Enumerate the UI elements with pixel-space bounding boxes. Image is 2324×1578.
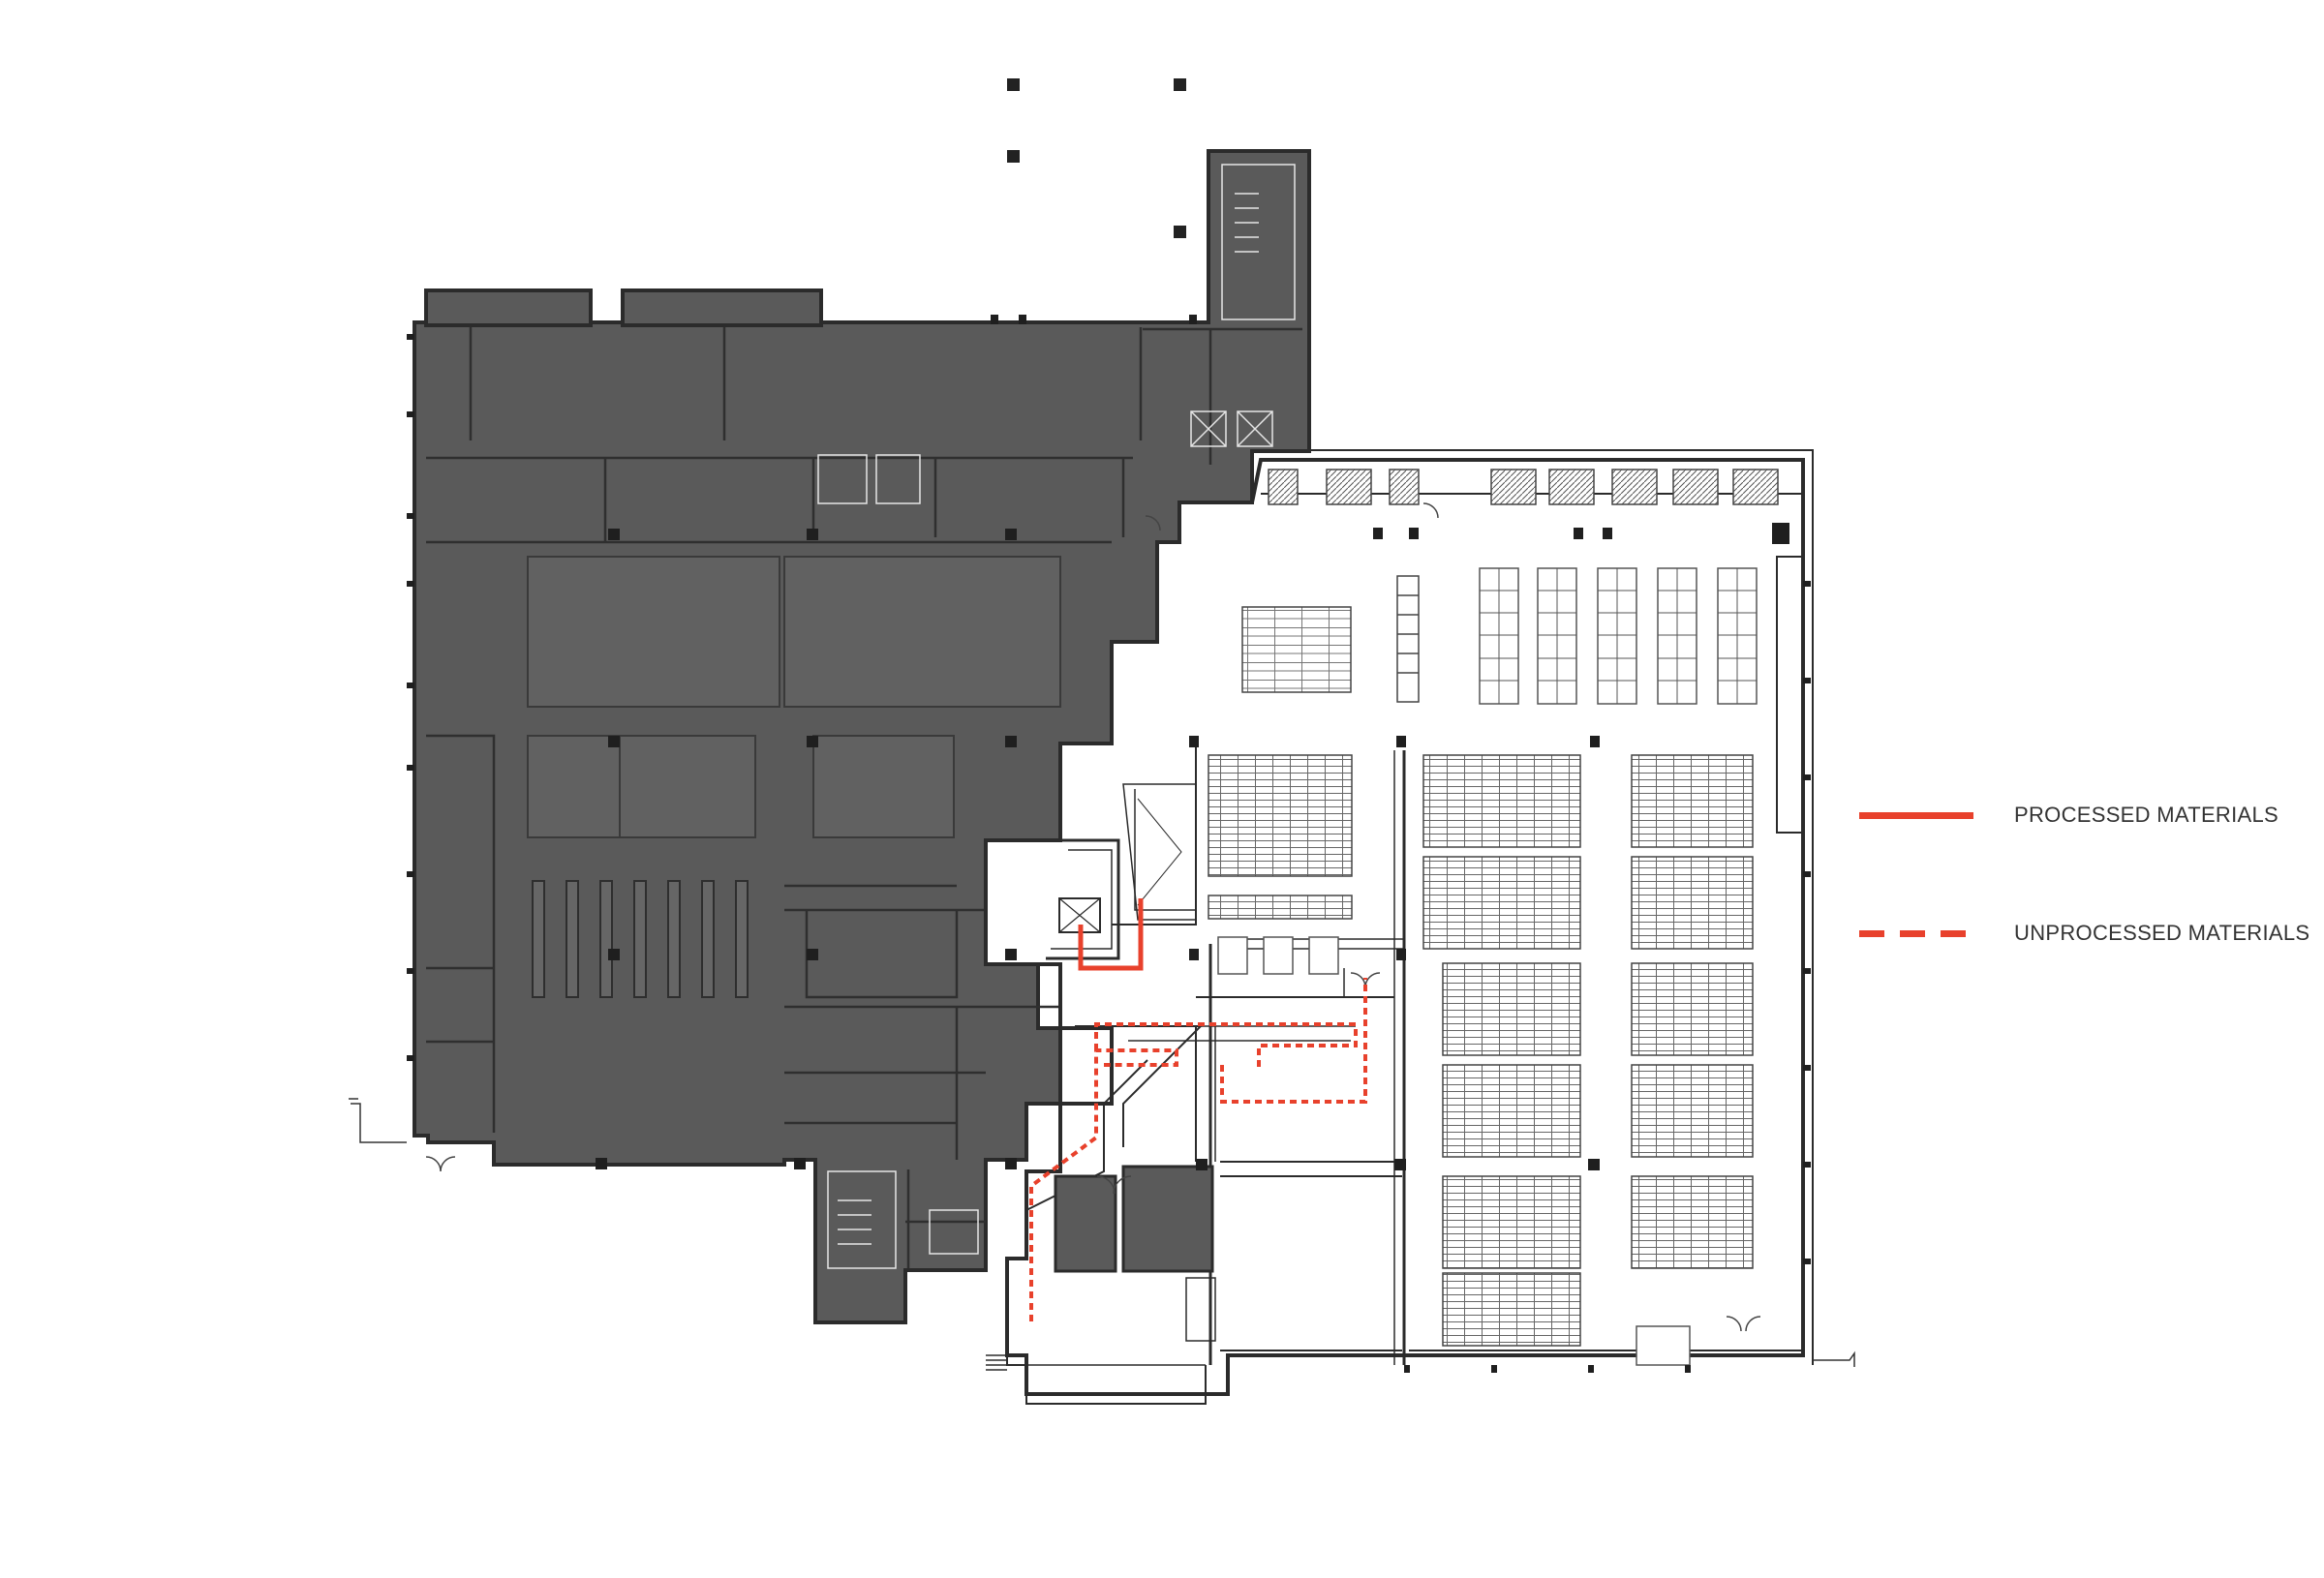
benches-northwest [1241, 575, 1420, 703]
legend-dashed-line-swatch [1859, 929, 1973, 937]
processed-materials-path [1078, 898, 1144, 971]
existing-racks [532, 880, 749, 998]
unprocessed-materials-path [1029, 978, 1367, 1321]
dense-shelving [1208, 754, 1754, 1347]
existing-rooms [527, 556, 1061, 838]
restroom-core [817, 164, 1296, 1269]
legend: PROCESSED MATERIALS UNPROCESSED MATERIAL… [1859, 796, 2309, 970]
south-rooms [1054, 1165, 1214, 1273]
legend-solid-line-swatch [1859, 811, 1973, 819]
entry-vestibule [986, 1277, 1216, 1405]
addition-columns [1189, 523, 1789, 1170]
work-tables [1217, 936, 1691, 1366]
legend-label-unprocessed: UNPROCESSED MATERIALS [2014, 921, 2310, 945]
stacks-upper [1479, 567, 1758, 705]
wall-ticks [407, 334, 1811, 1373]
existing-partitions [426, 327, 1302, 1268]
legend-item-unprocessed: UNPROCESSED MATERIALS [1859, 914, 2309, 953]
legend-label-processed: PROCESSED MATERIALS [2014, 803, 2279, 827]
site-lines [349, 1098, 1855, 1367]
existing-columns [596, 315, 1197, 1169]
legend-item-processed: PROCESSED MATERIALS [1859, 796, 2278, 835]
exterior-columns [1007, 78, 1186, 238]
north-storage-bays [1268, 469, 1779, 505]
